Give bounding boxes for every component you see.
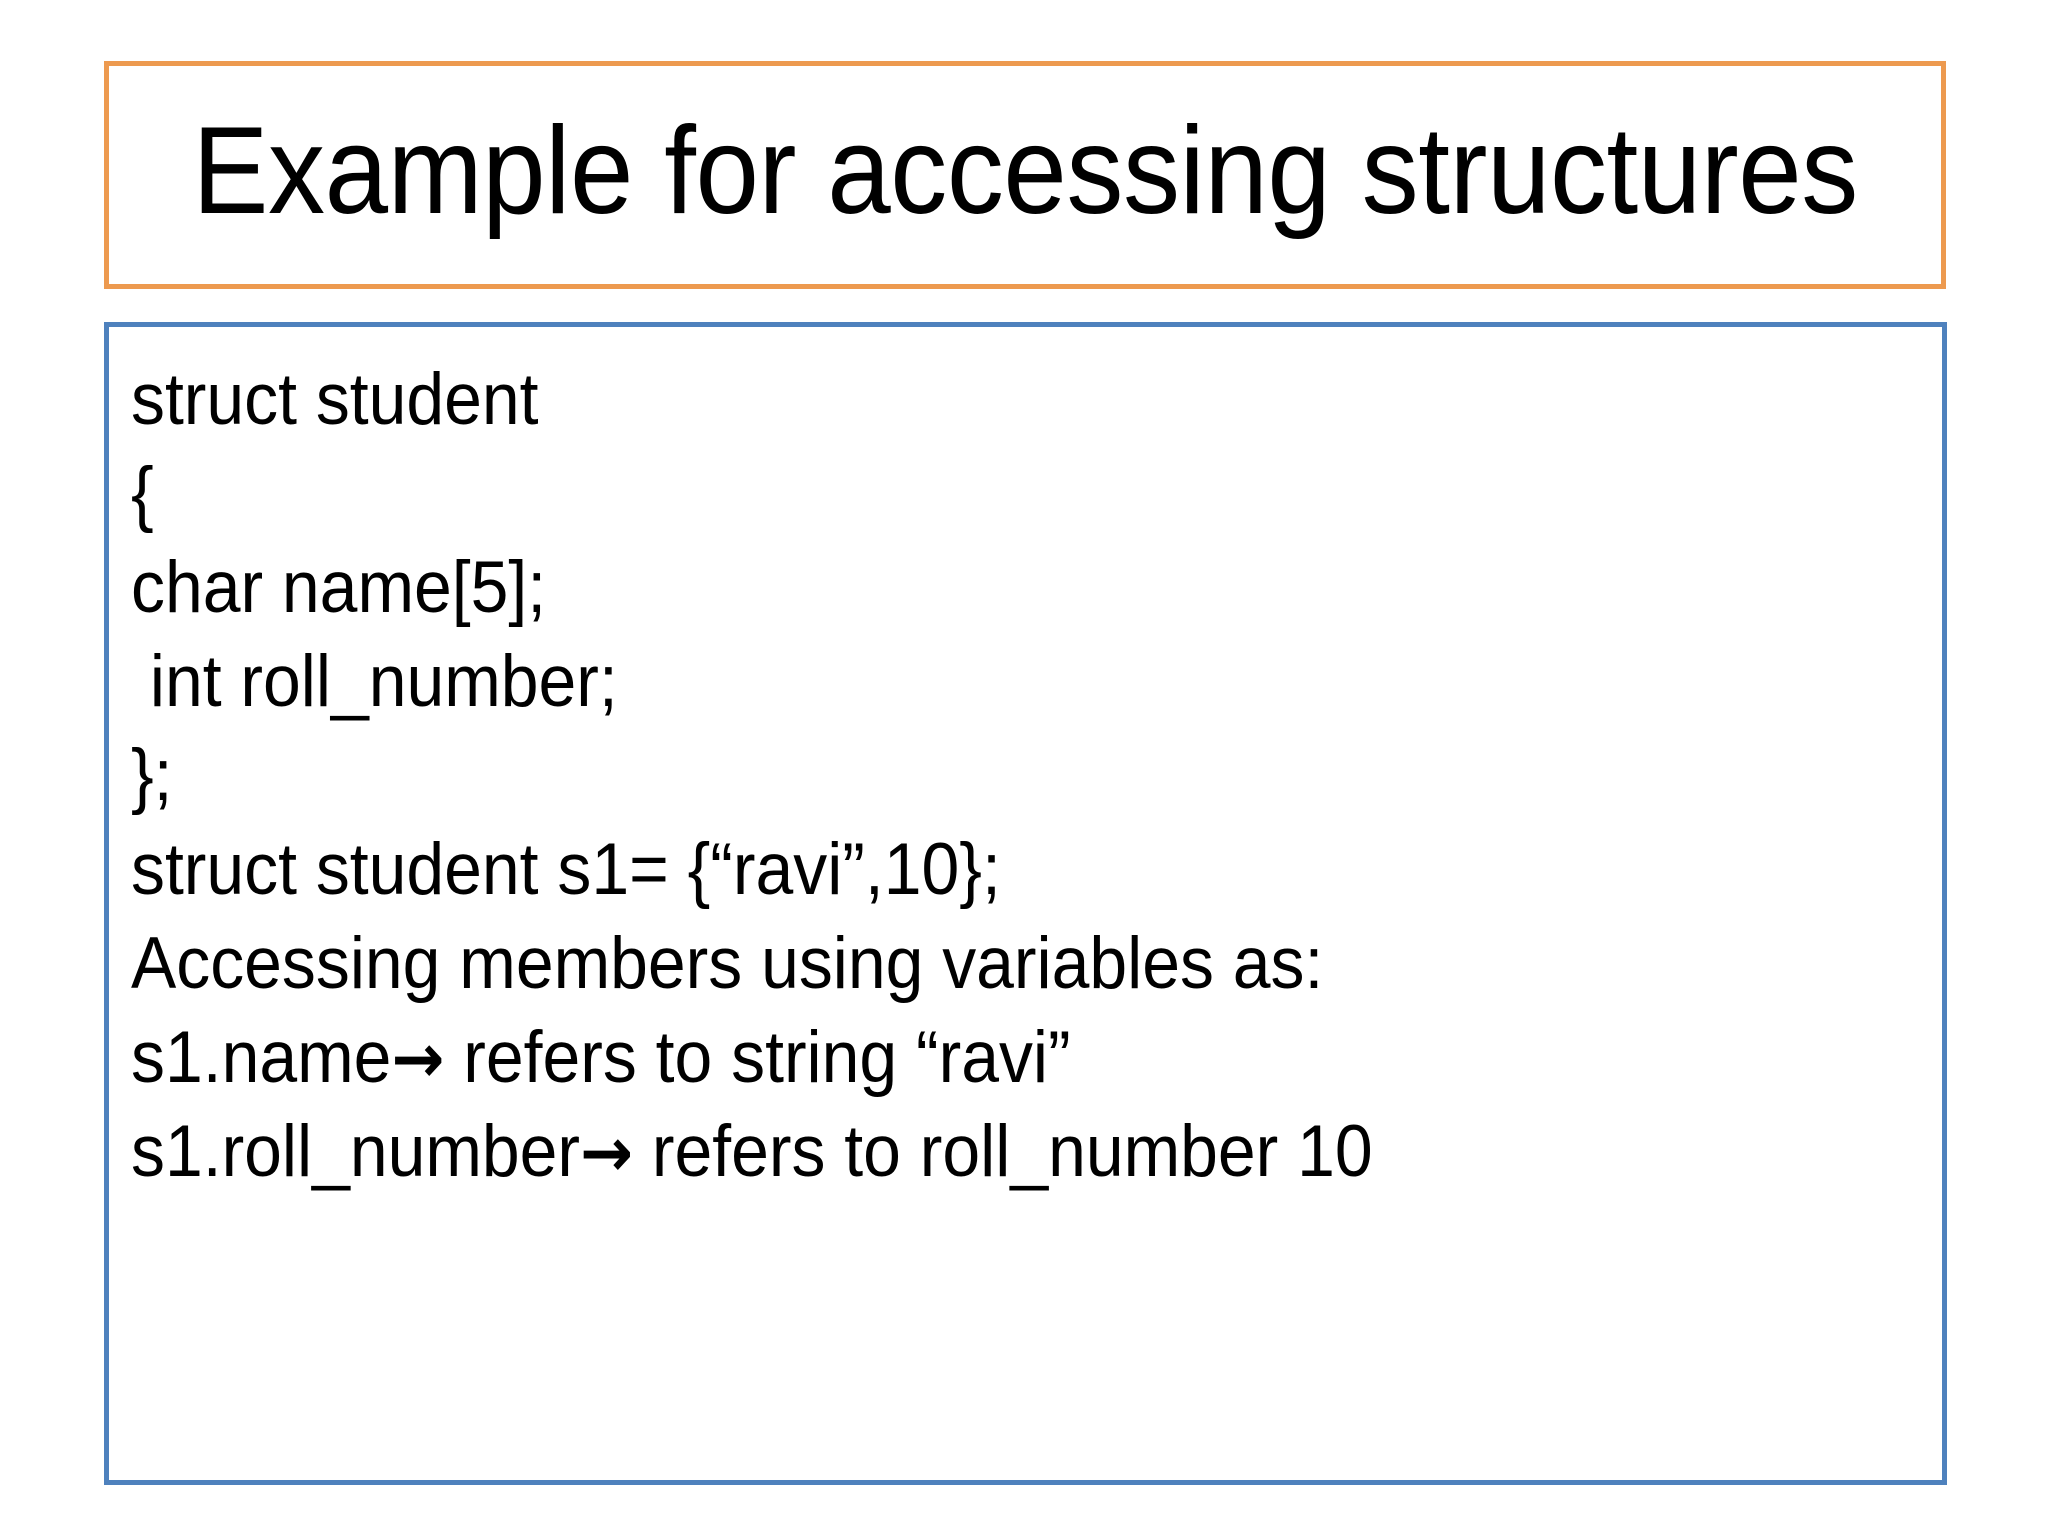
right-arrow-icon: →: [580, 1114, 634, 1193]
line-accessing-members: Accessing members using variables as:: [131, 923, 1324, 1004]
line-close-brace: };: [131, 735, 173, 816]
content-placeholder[interactable]: struct student { char name[5]; int roll_nu…: [104, 322, 1947, 1485]
code-block: struct student { char name[5]; int roll_nu…: [131, 353, 1922, 1199]
line-int-roll-number: int roll_number;: [131, 641, 618, 722]
line-s1-roll-number-refers: s1.roll_number→ refers to roll_number 10: [131, 1111, 1373, 1193]
right-arrow-icon: →: [391, 1020, 445, 1099]
page-title: Example for accessing structures: [192, 102, 1858, 240]
title-placeholder[interactable]: Example for accessing structures: [104, 61, 1946, 289]
line-open-brace: {: [131, 453, 154, 534]
line-init-s1: struct student s1= {“ravi”,10};: [131, 829, 1001, 910]
line-char-name: char name[5];: [131, 547, 547, 628]
line-s1-name-refers: s1.name→ refers to string “ravi”: [131, 1017, 1071, 1099]
line-struct-student: struct student: [131, 359, 539, 440]
